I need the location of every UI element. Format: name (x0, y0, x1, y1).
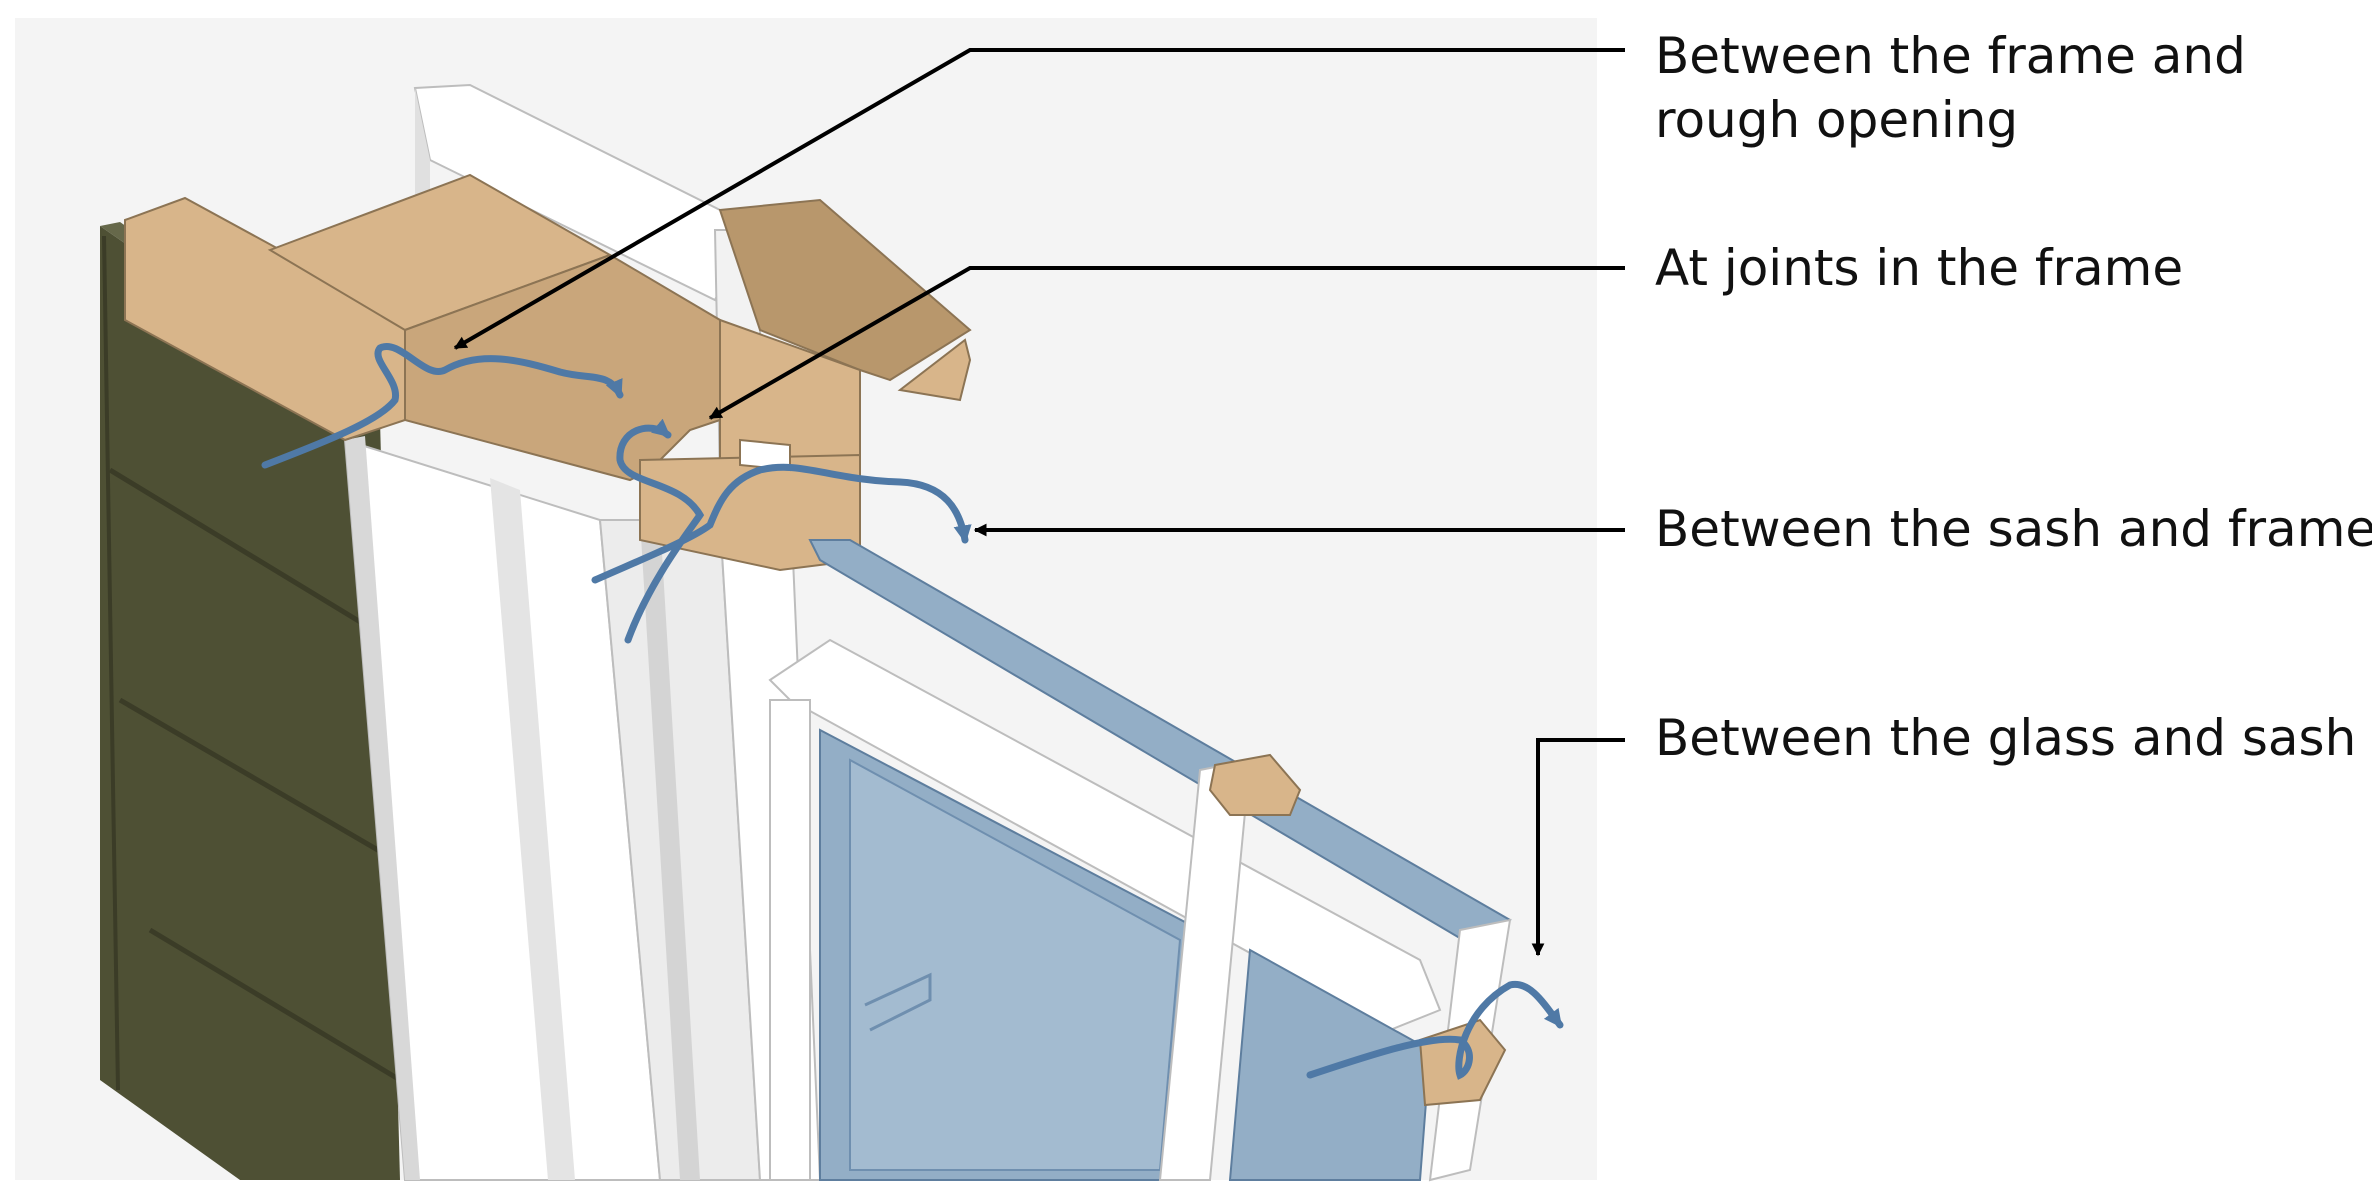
label-glass-sash: Between the glass and sash (1655, 709, 2357, 767)
wood-frame-head (124, 173, 972, 572)
leader-rough-opening (453, 48, 1625, 350)
air-leak-arrow-frame-joint-2 (591, 463, 972, 584)
label-rough-opening-line1: Between the frame and (1655, 27, 2246, 85)
air-leak-arrow-glass-sash (1306, 980, 1564, 1080)
label-rough-opening-line2: rough opening (1655, 91, 2019, 149)
air-leak-arrow-rough-opening (261, 342, 624, 469)
air-leak-arrows (261, 342, 1564, 1080)
leader-lines (453, 48, 1625, 957)
label-sash-frame: Between the sash and frame (1655, 500, 2372, 558)
leader-frame-joints (708, 266, 1625, 420)
air-leak-arrow-frame-joint (616, 418, 705, 644)
label-rough-opening: Between the frame and rough opening (1655, 24, 2246, 152)
window-sash (768, 539, 1512, 1182)
label-frame-joints: At joints in the frame (1655, 239, 2184, 297)
leader-glass-sash (1531, 738, 1625, 957)
